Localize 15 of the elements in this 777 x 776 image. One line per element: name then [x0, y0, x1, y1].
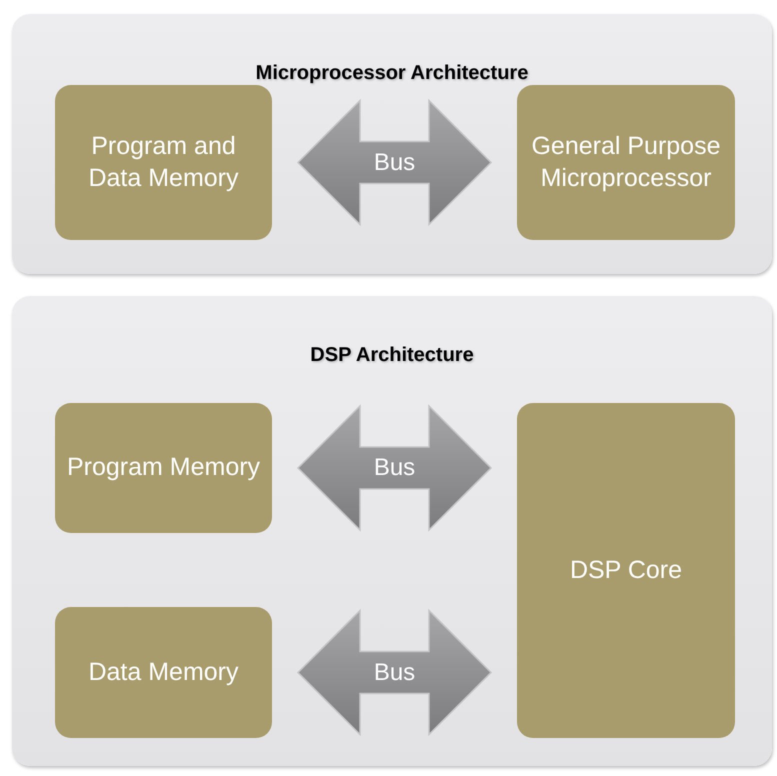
bus-arrow: [296, 98, 492, 226]
panel-title: DSP Architecture: [309, 343, 475, 368]
component-block: Data Memory: [55, 607, 272, 738]
bus-arrow: [296, 404, 492, 532]
edge-label: Bus: [374, 456, 416, 480]
edge-label: Bus: [374, 660, 416, 684]
component-block: Program Memory: [55, 403, 272, 533]
panel-title: Microprocessor Architecture: [254, 61, 530, 86]
component-block: General Purpose Microprocessor: [517, 85, 735, 240]
component-block: Program and Data Memory: [55, 85, 272, 240]
component-block: DSP Core: [517, 403, 735, 738]
architecture-panel: [12, 14, 772, 274]
architecture-panel: [12, 296, 772, 766]
edge-label: Bus: [374, 150, 416, 174]
bus-arrow: [296, 608, 492, 736]
